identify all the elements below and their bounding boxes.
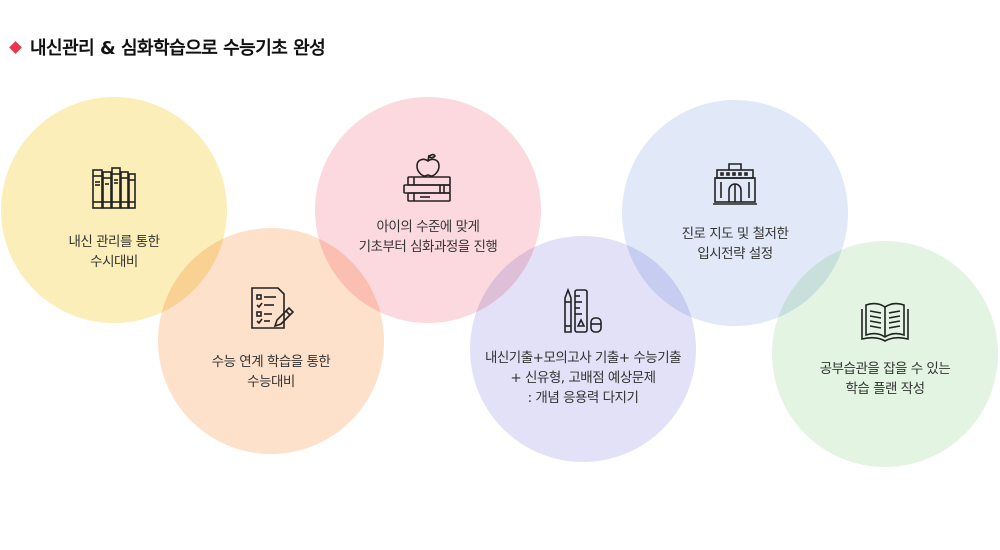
feature-item-6: 공부습관을 잡을 수 있는 학습 플랜 작성 [772,299,998,399]
circle-background-6 [772,241,998,467]
books-shelf-icon [92,167,136,209]
feature-item-5: 진로 지도 및 철저한 입시전략 설정 [622,160,848,264]
apple-books-icon [403,153,451,202]
feature-label-6: 공부습관을 잡을 수 있는 학습 플랜 작성 [819,361,951,397]
section-header: 내신관리 & 심화학습으로 수능기초 완성 [8,34,326,60]
diamond-bullet-icon [9,40,22,54]
feature-item-2: 수능 연계 학습을 통한 수능대비 [158,284,384,392]
feature-label-1: 내신 관리를 통한 수시대비 [68,234,160,270]
feature-item-4: 내신기출+모의고사 기출+ 수능기출 + 신유형, 고배점 예상문제 : 개념 … [470,288,696,408]
feature-label-5: 진로 지도 및 철저한 입시전략 설정 [681,226,789,262]
stationery-icon [564,288,602,333]
feature-label-2: 수능 연계 학습을 통한 수능대비 [211,354,331,390]
section-title: 내신관리 & 심화학습으로 수능기초 완성 [30,38,326,59]
school-building-icon [713,163,757,205]
open-book-icon [861,302,909,342]
feature-item-3: 아이의 수준에 맞게 기초부터 심화과정을 진행 [315,151,541,257]
feature-item-1: 내신 관리를 통한 수시대비 [1,164,227,272]
checklist-pencil-icon [251,287,294,329]
feature-label-3: 아이의 수준에 맞게 기초부터 심화과정을 진행 [358,219,498,255]
feature-label-4: 내신기출+모의고사 기출+ 수능기출 + 신유형, 고배점 예상문제 : 개념 … [484,350,682,406]
